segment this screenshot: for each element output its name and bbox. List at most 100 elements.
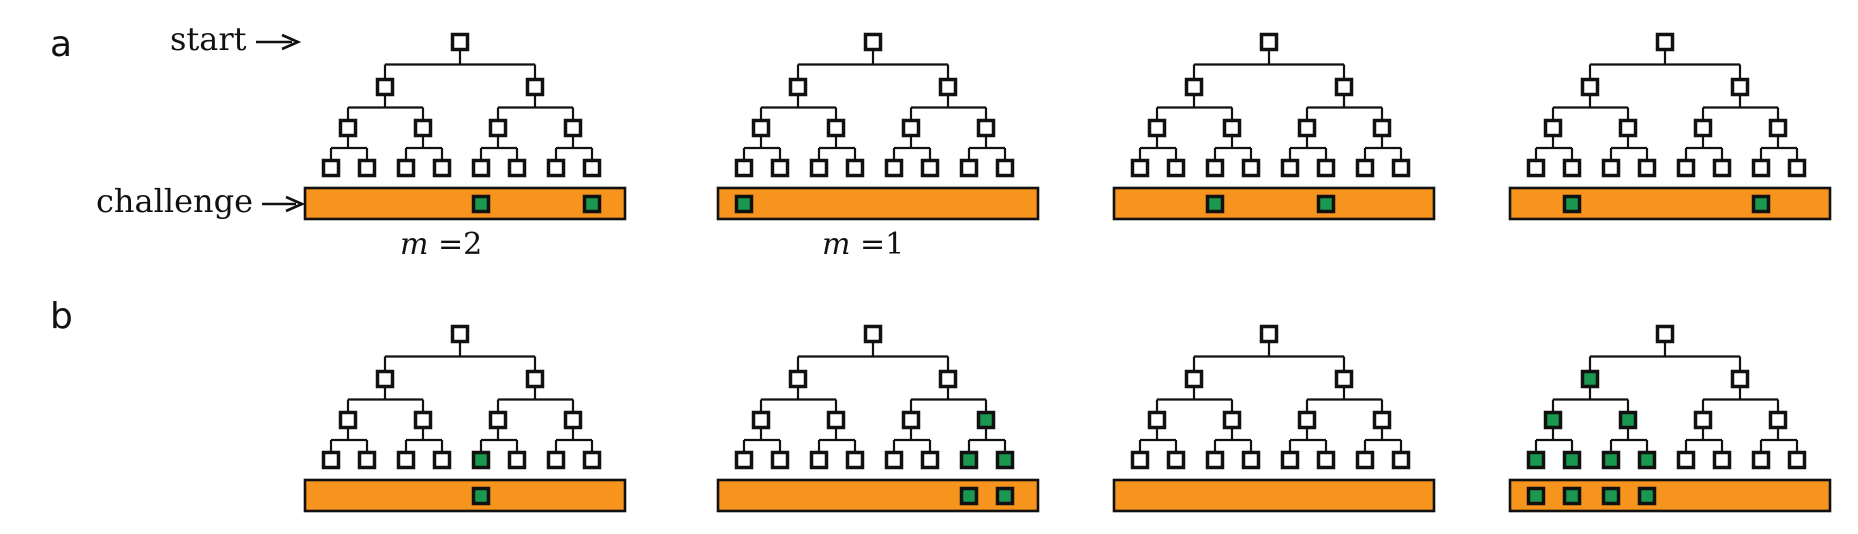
tree-node [1280,158,1300,178]
tree-node [1147,118,1167,138]
tree-node [1147,410,1167,430]
challenge-marker [1562,194,1582,214]
tree-node [1316,450,1336,470]
tree-node [396,450,416,470]
tree-node [1751,450,1771,470]
tree-edge [479,427,519,453]
tree-edge [496,94,575,121]
tree-edge [479,135,519,161]
tree-edge [1363,135,1403,161]
tree-node [1655,324,1675,344]
tree-node [938,369,958,389]
tree-node [357,158,377,178]
tree-edge [796,49,950,80]
tree-node [1241,158,1261,178]
tree-node [1222,410,1242,430]
tree-node [1580,77,1600,97]
tree-node [582,158,602,178]
panel-b-label: b [50,296,73,337]
tree-node [1787,450,1807,470]
tree-edge [759,94,838,121]
tree-node [413,118,433,138]
tree-node [884,158,904,178]
tree-edge [554,135,594,161]
tree-edge [329,135,369,161]
tree-node [1372,410,1392,430]
tree-node [375,77,395,97]
highlighted-node [471,450,491,470]
tree-a-1 [303,32,627,221]
highlighted-node [976,410,996,430]
tree-node [1259,324,1279,344]
highlighted-node [1601,450,1621,470]
highlighted-node [1637,450,1657,470]
m-label-1: m =2 [400,227,482,262]
tree-a-2 [716,32,1040,221]
tree-edge [1155,94,1234,121]
tree-node [1130,450,1150,470]
tree-node [959,158,979,178]
challenge-bar [1112,186,1436,221]
tree-edge [1534,135,1574,161]
challenge-marker [1637,486,1657,506]
highlighted-node [1543,410,1563,430]
challenge-marker [1205,194,1225,214]
tree-node [976,118,996,138]
challenge-marker [471,486,491,506]
tree-node [507,158,527,178]
tree-b-2 [716,324,1040,513]
tree-node [751,118,771,138]
tree-node [845,450,865,470]
tree-edge [383,49,537,80]
tree-a-4 [1508,32,1832,221]
tree-node [1372,118,1392,138]
tree-node [826,410,846,430]
tree-node [1391,158,1411,178]
tree-edge [1288,427,1328,453]
tree-node [1543,118,1563,138]
tree-edge [1305,94,1384,121]
challenge-marker [582,194,602,214]
tree-node [1280,450,1300,470]
tree-edge [496,386,575,413]
tree-edge [892,135,932,161]
tree-node [546,450,566,470]
tree-node [770,158,790,178]
tree-edge [759,386,838,413]
tree-edge [967,135,1007,161]
tree-node [1334,369,1354,389]
challenge-marker [471,194,491,214]
tree-a-3 [1112,32,1436,221]
tree-node [1787,158,1807,178]
highlighted-node [1562,450,1582,470]
tree-edge [1155,386,1234,413]
tree-edge [1192,49,1346,80]
trees-layer [303,32,1832,513]
tree-node [1730,77,1750,97]
tree-edge [346,386,425,413]
tree-node [809,450,829,470]
tree-node [450,324,470,344]
challenge-marker [1751,194,1771,214]
tree-b-4 [1508,324,1832,513]
tree-node [321,450,341,470]
tree-node [582,450,602,470]
tree-node [357,450,377,470]
tree-edge [1138,135,1178,161]
challenge-bar [716,478,1040,513]
tree-node [450,32,470,52]
tree-node [920,158,940,178]
tree-node [1676,450,1696,470]
tree-node [734,158,754,178]
tree-edge [817,427,857,453]
tree-edge [383,341,537,372]
tree-node [1676,158,1696,178]
tree-node [920,450,940,470]
challenge-bar [1508,478,1832,513]
tree-node [1259,32,1279,52]
challenge-marker [995,486,1015,506]
tree-node [1712,450,1732,470]
tree-node [338,410,358,430]
tree-node [1693,118,1713,138]
challenge-bar [303,186,627,221]
